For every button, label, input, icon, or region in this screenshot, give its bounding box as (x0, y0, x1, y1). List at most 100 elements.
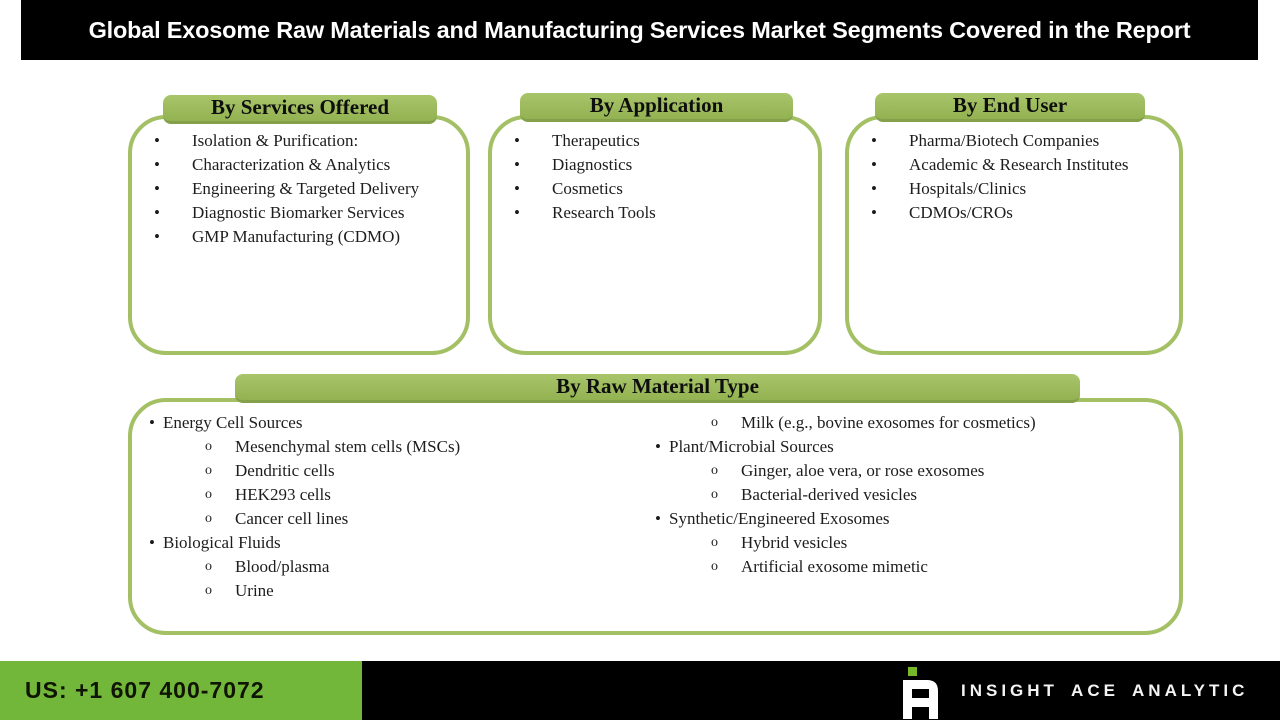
tab-label: By End User (952, 92, 1068, 117)
list-item: • CDMOs/CROs (865, 201, 1179, 225)
list-item: • Characterization & Analytics (148, 153, 466, 177)
brand-logo-icon (903, 666, 938, 719)
list-item: • Biological Fluids (147, 531, 645, 555)
list-item: o HEK293 cells (147, 483, 645, 507)
circle-marker: o (711, 487, 718, 502)
list-item: o Hybrid vesicles (653, 531, 1173, 555)
bullet-marker: • (154, 179, 160, 198)
segment-box-raw-material-type: • Energy Cell Sources o Mesenchymal stem… (128, 398, 1183, 635)
list-item-label: Artificial exosome mimetic (741, 557, 928, 576)
circle-marker: o (711, 559, 718, 574)
bullet-marker: • (154, 203, 160, 222)
list-item: • Therapeutics (508, 129, 818, 153)
bullet-marker: • (149, 533, 155, 552)
list-item-label: Hybrid vesicles (741, 533, 848, 552)
bullet-marker: • (655, 437, 661, 456)
list-item-label: Ginger, aloe vera, or rose exosomes (741, 461, 985, 480)
list-item: o Cancer cell lines (147, 507, 645, 531)
tab-label: By Services Offered (210, 94, 390, 119)
list-item: o Dendritic cells (147, 459, 645, 483)
list-item: • Diagnostic Biomarker Services (148, 201, 466, 225)
list-item-label: Pharma/Biotech Companies (909, 131, 1100, 150)
tab-by-application: By Application (520, 93, 793, 122)
list-item-label: HEK293 cells (235, 485, 331, 504)
list-item-label: Synthetic/Engineered Exosomes (669, 509, 890, 528)
bullet-marker: • (154, 131, 160, 150)
bullet-marker: • (149, 413, 155, 432)
circle-marker: o (711, 415, 718, 430)
bullet-marker: • (871, 155, 877, 174)
circle-marker: o (205, 583, 212, 598)
list-item: o Urine (147, 579, 645, 603)
list-item: • Isolation & Purification: (148, 129, 466, 153)
bullet-marker: • (514, 155, 520, 174)
list-item-label: Research Tools (552, 203, 656, 222)
list-item-label: Therapeutics (552, 131, 640, 150)
list-item: • Cosmetics (508, 177, 818, 201)
list-item-label: Energy Cell Sources (163, 413, 303, 432)
bullet-marker: • (871, 179, 877, 198)
list-item-label: Engineering & Targeted Delivery (192, 179, 420, 198)
services-list: • Isolation & Purification: • Characteri… (132, 119, 466, 249)
bullet-marker: • (514, 131, 520, 150)
tab-label: By Application (589, 92, 724, 117)
list-item-label: GMP Manufacturing (CDMO) (192, 227, 401, 246)
circle-marker: o (205, 487, 212, 502)
list-item-label: Dendritic cells (235, 461, 335, 480)
circle-marker: o (205, 439, 212, 454)
tab-by-raw-material-type: By Raw Material Type (235, 374, 1080, 403)
list-item-label: Diagnostic Biomarker Services (192, 203, 405, 222)
bullet-marker: • (871, 203, 877, 222)
circle-marker: o (711, 463, 718, 478)
footer-phone-block: US: +1 607 400-7072 (0, 661, 362, 720)
circle-marker: o (711, 535, 718, 550)
list-item: o Milk (e.g., bovine exosomes for cosmet… (653, 411, 1173, 435)
bullet-marker: • (655, 509, 661, 528)
tab-by-end-user: By End User (875, 93, 1145, 122)
bullet-marker: • (154, 227, 160, 246)
segment-box-application: • Therapeutics • Diagnostics • Cosmetics… (488, 115, 822, 355)
end-user-list: • Pharma/Biotech Companies • Academic & … (849, 119, 1179, 225)
circle-marker: o (205, 559, 212, 574)
list-item: o Ginger, aloe vera, or rose exosomes (653, 459, 1173, 483)
list-item: o Artificial exosome mimetic (653, 555, 1173, 579)
list-item-label: Characterization & Analytics (192, 155, 391, 174)
list-item-label: Cosmetics (552, 179, 623, 198)
circle-marker: o (205, 511, 212, 526)
list-item-label: Hospitals/Clinics (909, 179, 1027, 198)
circle-marker: o (205, 463, 212, 478)
application-list: • Therapeutics • Diagnostics • Cosmetics… (492, 119, 818, 225)
list-item: • Academic & Research Institutes (865, 153, 1179, 177)
title-banner: Global Exosome Raw Materials and Manufac… (21, 0, 1258, 60)
list-item: • Diagnostics (508, 153, 818, 177)
list-item-label: CDMOs/CROs (909, 203, 1013, 222)
list-item-label: Milk (e.g., bovine exosomes for cosmetic… (741, 413, 1036, 432)
list-item: • Plant/Microbial Sources (653, 435, 1173, 459)
list-item-label: Isolation & Purification: (192, 131, 359, 150)
list-item: o Mesenchymal stem cells (MSCs) (147, 435, 645, 459)
list-item: • Research Tools (508, 201, 818, 225)
list-item: o Bacterial-derived vesicles (653, 483, 1173, 507)
segment-box-end-user: • Pharma/Biotech Companies • Academic & … (845, 115, 1183, 355)
list-item-label: Diagnostics (552, 155, 633, 174)
tab-by-services-offered: By Services Offered (163, 95, 437, 124)
list-item-label: Academic & Research Institutes (909, 155, 1129, 174)
footer-bar (362, 661, 1280, 720)
list-item: • Hospitals/Clinics (865, 177, 1179, 201)
raw-material-right-column: o Milk (e.g., bovine exosomes for cosmet… (653, 411, 1173, 579)
tab-label: By Raw Material Type (556, 373, 759, 398)
list-item: • Engineering & Targeted Delivery (148, 177, 466, 201)
phone-number: US: +1 607 400-7072 (25, 677, 265, 703)
list-item: • Energy Cell Sources (147, 411, 645, 435)
list-item-label: Blood/plasma (235, 557, 330, 576)
bullet-marker: • (154, 155, 160, 174)
list-item-label: Cancer cell lines (235, 509, 349, 528)
bullet-marker: • (871, 131, 877, 150)
raw-material-left-column: • Energy Cell Sources o Mesenchymal stem… (147, 411, 645, 603)
segment-box-services-offered: • Isolation & Purification: • Characteri… (128, 115, 470, 355)
brand-name: INSIGHT ACE ANALYTIC (961, 680, 1249, 700)
page-title: Global Exosome Raw Materials and Manufac… (88, 16, 1191, 43)
bullet-marker: • (514, 179, 520, 198)
list-item-label: Bacterial-derived vesicles (741, 485, 918, 504)
